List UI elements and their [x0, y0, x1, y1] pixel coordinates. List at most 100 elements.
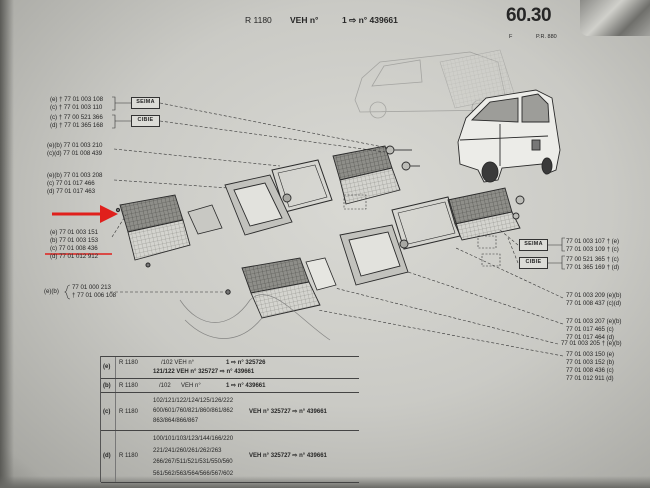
- right-cibie-part-numbers: 77 00 521 365 † (c) 77 01 365 169 † (d): [566, 256, 619, 272]
- table-row-d: (d) R 1180 100/101/103/123/144/166/220 2…: [101, 430, 359, 483]
- version-list: 600/601/760/821/860/861/862: [153, 408, 234, 414]
- part-number: 77 01 003 150 (e): [566, 351, 615, 358]
- header-vehicle-range: 1 ⇨ n° 439661: [342, 15, 398, 25]
- row-range: 1 ⇨ n° 439661: [226, 383, 266, 389]
- left-cibie-part-numbers: (c) † 77 00 521 366 (d) † 77 01 365 168: [50, 114, 103, 130]
- version-list: 863/864/866/867: [153, 418, 199, 424]
- row-model: R 1180: [119, 409, 138, 415]
- version-list: 221/241/260/261/262/263: [153, 447, 222, 454]
- lower-lens: [241, 257, 321, 319]
- left-body-part-numbers: (e)(b) 77 01 003 208 (c) 77 01 017 466 (…: [47, 172, 102, 196]
- page-section: F: [509, 34, 513, 40]
- left-cibie-box: CIBIE: [131, 115, 160, 127]
- amber-reflector: [305, 257, 337, 291]
- part-number: 77 01 003 107 † (e): [566, 238, 620, 245]
- corner-lamp-photo: [580, 0, 650, 36]
- left-seima-part-numbers: (e) † 77 01 003 108 (c) † 77 01 003 110: [50, 96, 103, 112]
- version-list: 561/562/563/564/566/567/602: [153, 470, 234, 477]
- part-number: 77 01 003 109 † (c): [566, 246, 619, 253]
- applicability-table: (e) R 1180 /102 VEH n° 1 ⇨ n° 325726 121…: [100, 356, 359, 483]
- row-range: VEH n° 325727 ⇨ n° 439661: [249, 409, 327, 415]
- right-body-part-numbers: 77 01 003 207 (e)(b) 77 01 017 465 (c) 7…: [566, 318, 621, 342]
- part-number: 77 01 008 436 (c): [566, 367, 614, 374]
- row-range-line2: 121/122 VEH n° 325727 ⇨ n° 439661: [153, 369, 255, 375]
- part-number: 77 01 012 911 (d): [566, 375, 614, 382]
- part-number: (c)(d) 77 01 008 439: [47, 150, 103, 157]
- part-number: 77 01 003 205 † (e)(b): [561, 340, 622, 347]
- right-seima-part-numbers: 77 01 003 107 † (e) 77 01 003 109 † (c): [566, 238, 619, 254]
- row-model: R 1180: [119, 383, 138, 389]
- row-model: R 1180: [119, 360, 138, 366]
- part-number: 77 01 003 152 (b): [566, 359, 615, 366]
- row-range: 1 ⇨ n° 325726: [226, 360, 266, 366]
- label-brackets: [64, 96, 565, 300]
- row-veh-label: VEH n°: [181, 383, 201, 389]
- part-number: (d) 77 01 017 463: [47, 188, 96, 195]
- row-versions: /102: [159, 383, 171, 389]
- wiring-harness: [179, 294, 331, 341]
- part-number: (e) † 77 01 003 108: [50, 96, 104, 103]
- part-number: (e) 77 01 003 151: [50, 229, 99, 236]
- part-number: 77 01 000 213: [72, 284, 111, 291]
- leader-lines: [110, 102, 564, 357]
- part-number: (b) 77 01 003 153: [50, 237, 99, 244]
- part-number: 77 01 365 169 † (d): [566, 264, 620, 271]
- right-reflector-part-number: 77 01 003 205 † (e)(b): [561, 340, 622, 348]
- table-row-e: (e) R 1180 /102 VEH n° 1 ⇨ n° 325726 121…: [101, 356, 359, 379]
- row-code: (d): [103, 453, 111, 459]
- row-code: (e): [103, 364, 111, 370]
- table-row-b: (b) R 1180 /102 VEH n° 1 ⇨ n° 439661: [101, 378, 359, 393]
- row-model: R 1180: [119, 453, 138, 459]
- renault-4-illustration: [457, 89, 561, 183]
- row-versions: 102/121/122/124/125/126/222 600/601/760/…: [153, 396, 233, 426]
- left-screw-prefix: (e)(b): [44, 288, 59, 295]
- part-number: (c) † 77 01 003 110: [50, 104, 103, 111]
- part-number: (e)(b) 77 01 003 208: [47, 172, 103, 179]
- part-number: 77 00 521 365 † (c): [566, 256, 619, 263]
- version-list: 100/101/103/123/144/166/220: [153, 436, 234, 442]
- detail-boxes: [343, 194, 501, 267]
- header-model: R 1180: [245, 15, 272, 25]
- part-number: 77 01 017 464 (d): [566, 334, 615, 341]
- version-list: 102/121/122/124/125/126/222: [153, 398, 234, 404]
- right-cibie-box: CIBIE: [519, 257, 548, 269]
- part-number: 77 01 017 465 (c): [566, 326, 614, 333]
- part-number: (c) 77 01 017 466: [47, 180, 95, 187]
- row-code: (b): [103, 383, 111, 389]
- top-rear-lamp-assembly: [332, 145, 420, 205]
- part-number: 77 01 003 209 (e)(b): [566, 292, 622, 299]
- part-number: 77 01 008 437 (c)(d): [566, 300, 622, 307]
- part-number: 77 01 003 207 (e)(b): [566, 318, 622, 325]
- left-gasket-part-numbers: (e)(b) 77 01 003 210 (c)(d) 77 01 008 43…: [47, 142, 102, 158]
- part-number: † 77 01 006 108: [72, 292, 116, 299]
- left-lamp-body: [224, 174, 293, 236]
- right-lens-part-numbers: 77 01 003 150 (e) 77 01 003 152 (b) 77 0…: [566, 351, 614, 383]
- part-number: (d) 77 01 012 912: [50, 253, 99, 260]
- row-code: (c): [103, 409, 111, 415]
- row-range: VEH n° 325727 ⇨ n° 439661: [249, 453, 327, 459]
- row-versions: /102 VEH n°: [161, 360, 195, 366]
- row-versions: 100/101/103/123/144/166/220 221/241/260/…: [153, 434, 233, 480]
- page-pr-code: P.R. 880: [536, 34, 557, 40]
- right-lamp-gasket: [391, 196, 461, 250]
- right-lamp-body: [339, 224, 409, 286]
- page-number: 60.30: [506, 5, 552, 26]
- part-number: (d) † 77 01 365 168: [50, 122, 104, 129]
- page-shadow-left: [0, 0, 14, 488]
- left-lens-part-numbers: (e) 77 01 003 151 (b) 77 01 003 153 (c) …: [50, 229, 98, 261]
- left-seima-box: SEIMA: [131, 97, 160, 109]
- table-row-c: (c) R 1180 102/121/122/124/125/126/222 6…: [101, 392, 359, 431]
- table-column-divider: [115, 356, 116, 482]
- right-lamp-assembly: [447, 187, 525, 241]
- version-list: 266/267/511/521/531/550/560: [153, 459, 233, 465]
- part-number-highlighted: (c) 77 01 008 436: [50, 245, 98, 252]
- header-veh-label: VEH n°: [290, 15, 319, 25]
- left-lens: [119, 194, 191, 261]
- part-number: (c) † 77 00 521 366: [50, 114, 103, 121]
- left-screw-part-numbers: 77 01 000 213 † 77 01 006 108: [72, 284, 116, 300]
- right-gasket-part-numbers: 77 01 003 209 (e)(b) 77 01 008 437 (c)(d…: [566, 292, 621, 308]
- left-small-gasket: [187, 204, 223, 235]
- part-number: (e)(b) 77 01 003 210: [47, 142, 103, 149]
- right-seima-box: SEIMA: [519, 239, 548, 251]
